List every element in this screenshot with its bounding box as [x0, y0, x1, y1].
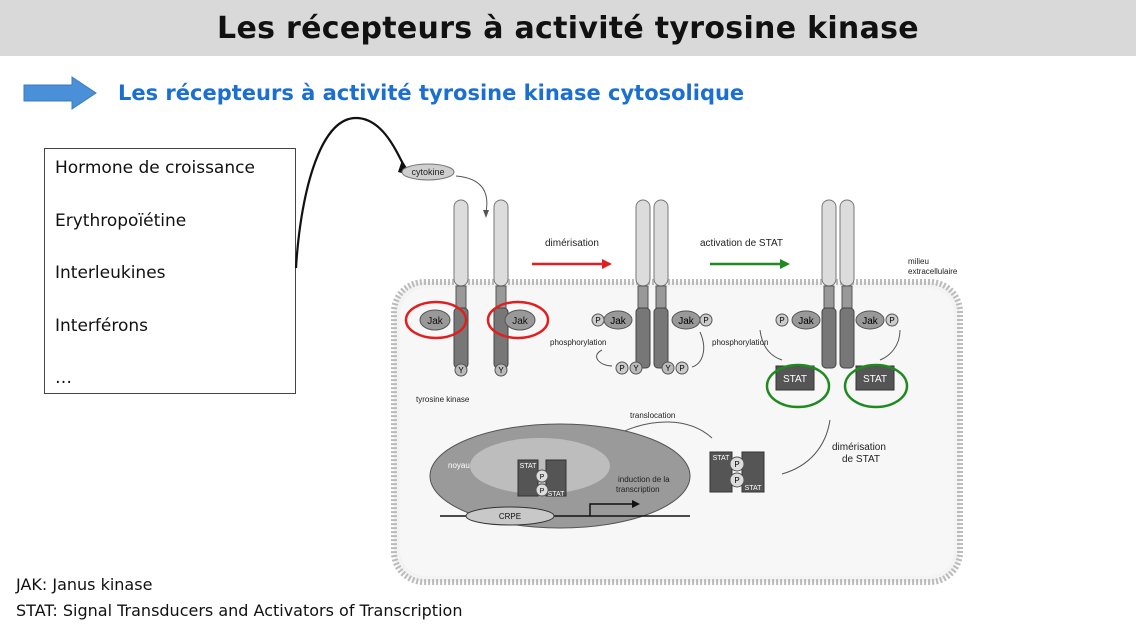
extracellulaire-label: extracellulaire	[908, 267, 958, 276]
stat-dimerisation-label: dimérisation	[832, 442, 886, 453]
stat-label: STAT	[548, 491, 566, 498]
receptor-monomer	[493, 199, 509, 369]
jak-label: Jak	[427, 316, 444, 327]
tyrosine-label: Y	[665, 364, 671, 373]
tyrosine-label: Y	[498, 366, 504, 375]
receptor-monomer	[453, 199, 469, 369]
hormone-item: Erythropoïétine	[55, 210, 187, 231]
section-subtitle: Les récepteurs à activité tyrosine kinas…	[118, 81, 745, 105]
phosphate-label: P	[734, 460, 739, 469]
cytokine-label: cytokine	[411, 167, 444, 177]
stat-label: STAT	[713, 455, 731, 462]
jak-highlight-circle	[404, 300, 468, 340]
hormone-item: …	[55, 368, 72, 388]
activation-label: activation de STAT	[700, 238, 783, 249]
cytokine-shape	[401, 163, 455, 181]
phosphorylation-label: phosphorylation	[712, 338, 768, 347]
jak-label: Jak	[678, 316, 695, 327]
jak-label: Jak	[512, 316, 529, 327]
footnote-stat: STAT: Signal Transducers and Activators …	[16, 601, 463, 620]
receptor-dimer	[635, 199, 669, 369]
jak-label: Jak	[798, 316, 815, 327]
jak-label: Jak	[610, 316, 627, 327]
stat-protein	[855, 365, 895, 391]
phosphate-label: P	[619, 364, 624, 373]
jak-highlight-circle	[486, 300, 550, 340]
phosphate-label: P	[540, 474, 545, 481]
title-bar: Les récepteurs à activité tyrosine kinas…	[0, 0, 1136, 56]
hormone-list-box: Hormone de croissance Erythropoïétine In…	[44, 148, 296, 394]
phosphate-label: P	[734, 476, 739, 485]
tyrosine-label: Y	[633, 364, 639, 373]
tyrosine-label: Y	[458, 366, 464, 375]
jak-stat-diagram: cytokine Jak Jak Y Y tyrosine kinase dim…	[391, 163, 963, 585]
right-arrow-icon	[23, 76, 97, 110]
milieu-label: milieu	[908, 257, 929, 266]
subtitle-row: Les récepteurs à activité tyrosine kinas…	[22, 76, 744, 110]
crpe-element	[465, 506, 555, 526]
phosphate-label: P	[889, 316, 894, 325]
page-title: Les récepteurs à activité tyrosine kinas…	[217, 10, 919, 46]
phosphate-label: P	[540, 488, 545, 495]
tyrosine-kinase-label: tyrosine kinase	[416, 395, 470, 404]
stat-highlight-circle	[765, 363, 831, 409]
hormone-item: Hormone de croissance	[55, 158, 255, 178]
phosphate-label: P	[779, 316, 784, 325]
nucleus-label: noyau	[448, 461, 470, 470]
receptor-dimer	[821, 199, 855, 369]
phosphate-label: P	[679, 364, 684, 373]
phosphate-label: P	[703, 316, 708, 325]
stat-label: STAT	[783, 374, 807, 385]
hormone-item: Interleukines	[55, 263, 166, 283]
hormone-item: Interférons	[55, 315, 148, 336]
stat-dimerisation-label: de STAT	[842, 454, 880, 465]
dimerisation-label: dimérisation	[545, 238, 599, 249]
induction-label: transcription	[616, 485, 660, 494]
jak-label: Jak	[862, 316, 879, 327]
crpe-label: CRPE	[499, 512, 521, 521]
stat-label: STAT	[863, 374, 887, 385]
phosphate-label: P	[595, 316, 600, 325]
stat-highlight-circle	[843, 363, 909, 409]
stat-label: STAT	[520, 463, 538, 470]
footnote-jak: JAK: Janus kinase	[16, 575, 153, 594]
translocation-label: translocation	[630, 411, 675, 420]
induction-label: induction de la	[618, 475, 670, 484]
stat-label: STAT	[745, 485, 763, 492]
phosphorylation-label: phosphorylation	[550, 338, 606, 347]
